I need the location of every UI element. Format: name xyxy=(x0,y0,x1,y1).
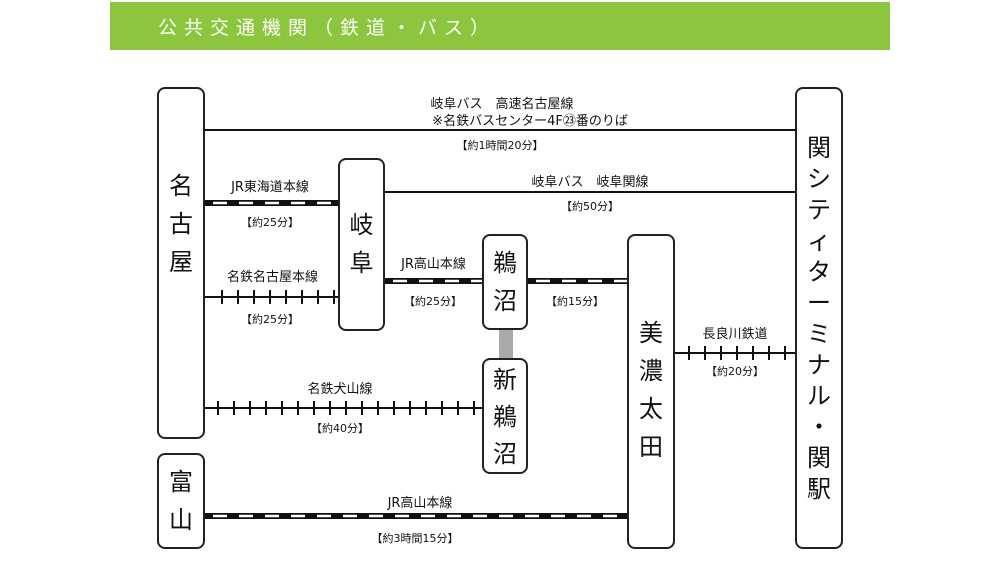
route-time-jr-takayama-toyama: 【約3時間15分】 xyxy=(371,532,459,545)
route-time-jr-takayama-gifu: 【約25分】 xyxy=(404,295,462,308)
header-bar: 公共交通機関（鉄道・バス） xyxy=(110,2,890,50)
station-char: ・ xyxy=(807,413,831,441)
station-shin-unuma[interactable]: 新 鵜 沼 xyxy=(482,358,528,474)
station-char: 屋 xyxy=(169,248,193,276)
station-unuma[interactable]: 鵜 沼 xyxy=(482,234,528,330)
station-char: 濃 xyxy=(639,357,663,385)
station-seki[interactable]: 関 シ テ ィ タ ー ミ ナ ル ・ 関 駅 xyxy=(795,87,843,549)
route-label-jr-tokaido: JR東海道本線 xyxy=(231,180,309,195)
route-label-jr-takayama-gifu: JR高山本線 xyxy=(401,257,466,272)
station-char: 田 xyxy=(639,433,663,461)
station-minoota[interactable]: 美 濃 太 田 xyxy=(627,234,675,549)
route-note-bus-terminal: ※名鉄バスセンター4F㉓番のりば xyxy=(432,114,628,129)
nagaragawa-line xyxy=(675,346,795,360)
route-time-meitetsu-nagoya: 【約25分】 xyxy=(241,313,299,326)
station-char: 鵜 xyxy=(493,249,517,277)
station-char: 関 xyxy=(807,134,831,162)
station-toyama[interactable]: 富 山 xyxy=(157,453,205,549)
station-char: ミ xyxy=(807,320,831,348)
route-label-bus-expressway: 岐阜バス 高速名古屋線 xyxy=(430,97,574,112)
route-label-jr-takayama-toyama: JR高山本線 xyxy=(387,496,453,511)
station-char: 岐 xyxy=(349,211,374,239)
station-char: 鵜 xyxy=(493,403,517,431)
station-char: ィ xyxy=(807,227,831,255)
route-time-nagaragawa: 【約20分】 xyxy=(706,365,764,378)
route-label-meitetsu-nagoya: 名鉄名古屋本線 xyxy=(226,270,318,285)
route-label-bus-gifu-seki: 岐阜バス 岐阜関線 xyxy=(531,175,649,190)
station-char: ル xyxy=(807,382,831,410)
route-time-meitetsu-inuyama: 【約40分】 xyxy=(311,422,369,435)
station-char: テ xyxy=(807,196,831,224)
station-char: 新 xyxy=(493,366,517,394)
station-gifu[interactable]: 岐 阜 xyxy=(338,158,385,331)
route-time-bus-gifu-seki: 【約50分】 xyxy=(561,200,619,213)
unuma-connector xyxy=(499,330,513,358)
route-label-meitetsu-inuyama: 名鉄犬山線 xyxy=(307,382,373,397)
station-char: 沼 xyxy=(493,287,517,315)
station-char: 沼 xyxy=(493,440,517,468)
meitetsu-nagoya-line xyxy=(205,290,338,304)
route-time-bus-expressway: 【約1時間20分】 xyxy=(456,139,544,152)
route-time-jr-tokaido: 【約25分】 xyxy=(241,216,299,229)
station-char: 山 xyxy=(169,506,193,534)
station-char: タ xyxy=(807,258,831,286)
route-label-nagaragawa: 長良川鉄道 xyxy=(702,327,768,342)
station-char: 阜 xyxy=(349,249,374,277)
station-char: 関 xyxy=(807,444,831,472)
station-char: 太 xyxy=(639,395,663,423)
station-char: 名 xyxy=(169,172,193,200)
station-char: 美 xyxy=(639,319,663,347)
meitetsu-inuyama-line xyxy=(205,401,482,415)
header-title: 公共交通機関（鉄道・バス） xyxy=(158,17,497,39)
station-char: 古 xyxy=(169,210,193,238)
station-char: ー xyxy=(807,289,831,317)
station-char: 富 xyxy=(169,468,193,496)
station-char: シ xyxy=(807,165,831,193)
station-char: 駅 xyxy=(807,475,831,503)
station-char: ナ xyxy=(807,351,831,379)
route-time-jr-takayama-unuma: 【約15分】 xyxy=(546,295,604,308)
station-nagoya[interactable]: 名 古 屋 xyxy=(157,87,205,439)
